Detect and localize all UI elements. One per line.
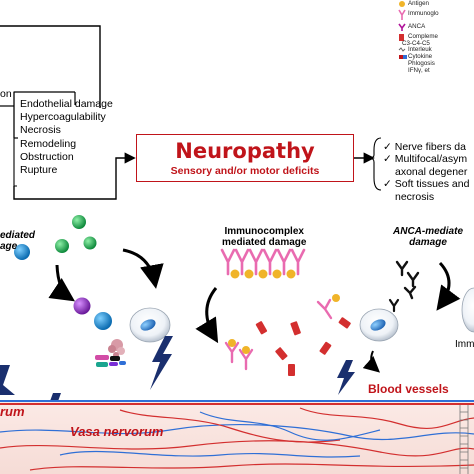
legend-complement-swatch: [399, 34, 404, 41]
cause-item: Rupture: [20, 164, 58, 177]
outcome-item: axonal degener: [395, 165, 468, 178]
causes-bracket: [13, 91, 17, 187]
outcome-item: necrosis: [395, 190, 435, 203]
legend-label: Interleuk: [408, 46, 432, 53]
cause-fragment: on: [0, 88, 12, 100]
anca-label: ANCA-mediate damage: [393, 226, 464, 248]
anca-on-cell: [388, 298, 400, 313]
outcomes-list: ✓ Nerve fibers da ✓ Multifocal/asym axon…: [383, 141, 469, 203]
legend-label: Phlogosis: [408, 60, 435, 67]
cause-item: Remodeling: [20, 137, 77, 150]
neuropathy-title: Neuropathy: [175, 139, 315, 163]
partial-cell: [461, 287, 474, 333]
legend-antigen-swatch: [399, 1, 405, 7]
right-cell-label: Imm: [455, 339, 474, 350]
neuropathy-subtitle: Sensory and/or motor deficits: [170, 165, 320, 177]
neuropathy-box: Neuropathy Sensory and/or motor deficits: [136, 134, 354, 182]
macrophage-cell: [129, 307, 171, 343]
cause-item: Endothelial damage: [20, 98, 113, 110]
vasa-nervorum-fragment: rum: [0, 404, 25, 419]
vessel-ladder: [459, 405, 469, 474]
lightning-icon: [337, 360, 355, 395]
green-sphere: [55, 239, 69, 253]
check-icon: ✓: [383, 153, 392, 166]
blue-sphere: [14, 244, 30, 260]
blood-vessel: [0, 400, 474, 474]
vasa-nervorum-label: Vasa nervorum: [70, 424, 164, 439]
complement-fragments: [255, 317, 351, 376]
curved-arrow: [362, 350, 380, 373]
check-icon: ✓: [383, 178, 392, 191]
outcome-item: ✓ Nerve fibers da: [383, 141, 466, 153]
anca-floating: [395, 260, 420, 300]
outcome-item: ✓ Multifocal/asym: [383, 153, 468, 166]
lightning-icon: [150, 336, 173, 390]
curved-arrow: [436, 261, 461, 311]
outcome-item: ✓ Soft tissues and: [383, 178, 470, 191]
antigen-row: [230, 269, 296, 279]
legend-immunoglobulin-swatch: [398, 9, 406, 20]
curved-arrow: [48, 264, 75, 302]
purple-sphere: [73, 297, 91, 315]
legend-label: IFNγ, et: [408, 67, 430, 74]
left-cells: [14, 215, 171, 367]
free-antibodies: [224, 298, 333, 371]
legend-label: Antigen: [408, 0, 429, 7]
legend-label: ANCA: [408, 23, 426, 30]
blue-sphere: [94, 312, 112, 330]
legend-anca-swatch: [398, 23, 406, 31]
immunocomplex-label: Immunocomplex mediated damage: [222, 226, 307, 248]
blood-vessels-label: Blood vessels: [368, 382, 449, 396]
legend-label: Compleme: [408, 33, 438, 40]
legend-cytokine-swatch: [399, 55, 403, 59]
antibody-row: [220, 248, 306, 276]
cause-item: Obstruction: [20, 150, 74, 163]
curved-arrow: [122, 248, 164, 289]
legend: [398, 1, 407, 59]
legend-label: Immunoglo: [408, 10, 439, 17]
check-icon: ✓: [383, 141, 392, 153]
cell-fragments: [95, 355, 126, 367]
immunocomplex-region: [195, 248, 474, 376]
green-sphere: [72, 215, 86, 229]
legend-interleukin-swatch: [398, 47, 406, 52]
cause-item: Hypercoagulability: [20, 111, 106, 124]
debris-cluster: [108, 339, 125, 358]
curved-arrow: [195, 287, 219, 344]
cause-item: Necrosis: [20, 124, 61, 137]
legend-label: C3-C4-C5: [402, 40, 430, 47]
lightning-icon: [0, 365, 15, 395]
causes-list: Endothelial damage Hypercoagulability Ne…: [20, 98, 113, 177]
green-sphere: [83, 236, 97, 250]
cell-mediated-label: ediated age: [0, 230, 36, 252]
neutrophil-cell: [359, 308, 399, 342]
legend-label: Cytokine: [408, 53, 433, 60]
